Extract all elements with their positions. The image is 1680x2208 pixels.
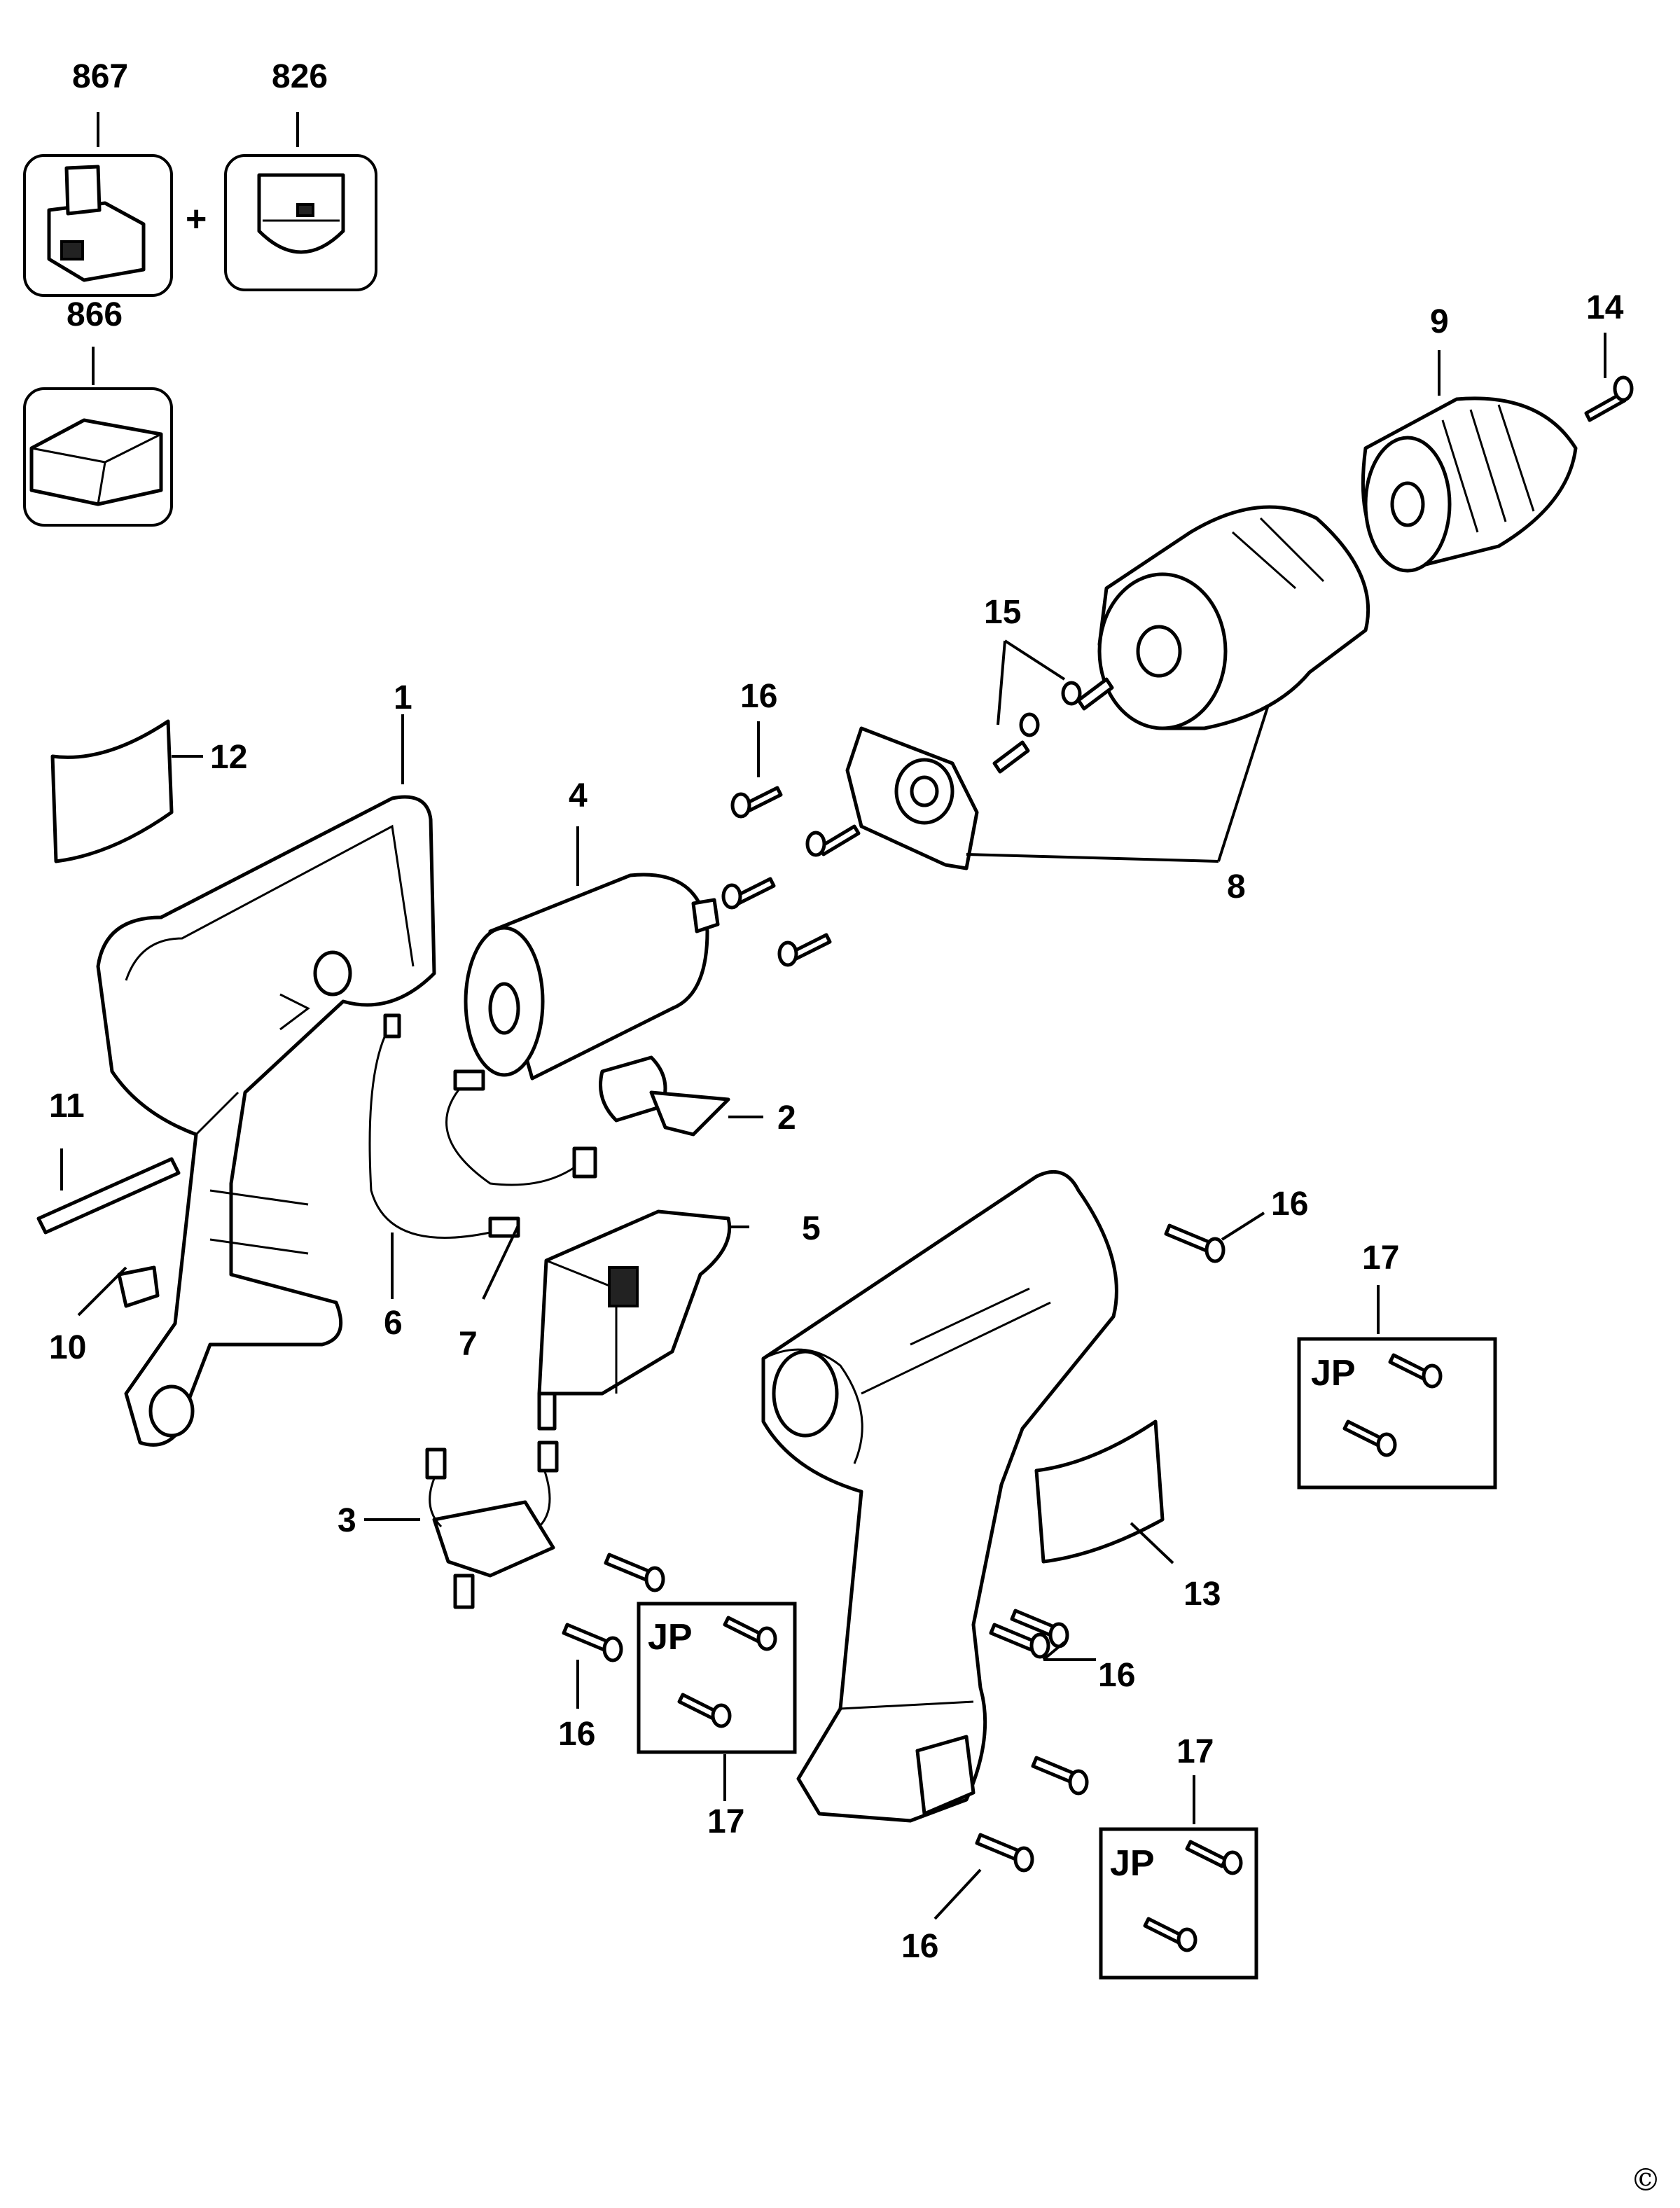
wire-6[interactable] [368, 1013, 491, 1239]
battery-label-826[interactable] [224, 154, 377, 291]
housing-half-1[interactable] [96, 795, 436, 1447]
label-13: 13 [1183, 1576, 1221, 1613]
terminal-block-3[interactable] [425, 1440, 559, 1609]
label-2: 2 [777, 1099, 796, 1137]
label-6: 6 [384, 1305, 403, 1342]
housing-half-13[interactable] [761, 1169, 1118, 1823]
clip-10[interactable] [117, 1265, 160, 1308]
jp-box-17-right[interactable]: JP [1297, 1337, 1497, 1490]
label-1: 1 [394, 679, 412, 716]
label-16-a: 16 [740, 678, 777, 715]
label-5: 5 [802, 1210, 821, 1247]
jp-label-middle: JP [648, 1617, 693, 1658]
label-17-a: 17 [1362, 1240, 1399, 1277]
label-8: 8 [1227, 868, 1246, 905]
label-16-e: 16 [901, 1928, 938, 1965]
label-12: 12 [210, 739, 247, 776]
screws-15[interactable] [992, 677, 1114, 774]
leader-lines [60, 112, 1606, 1920]
screws-16-lower[interactable] [562, 1223, 1226, 1873]
label-17-c: 17 [1176, 1733, 1214, 1770]
label-826: 826 [272, 58, 328, 95]
screw-14[interactable] [1584, 375, 1634, 422]
part-labels: 867 826 866 1 12 4 16 15 9 14 8 2 11 5 1… [49, 58, 1624, 1965]
jp-label-lower: JP [1110, 1843, 1155, 1884]
label-867: 867 [72, 58, 128, 95]
label-15: 15 [984, 594, 1021, 631]
gearbox-8[interactable] [1097, 505, 1370, 730]
label-12[interactable] [50, 719, 174, 863]
label-4: 4 [569, 777, 588, 814]
jp-box-17-lower[interactable]: JP [1099, 1827, 1258, 1980]
plus-sign: + [186, 199, 207, 239]
switch-5[interactable] [537, 1209, 732, 1431]
label-9: 9 [1430, 303, 1449, 340]
battery-pack-867[interactable] [23, 154, 173, 297]
wire-7[interactable] [445, 1069, 597, 1238]
jp-box-17-middle[interactable]: JP [637, 1602, 797, 1754]
label-3: 3 [338, 1502, 356, 1539]
gearbox-plate-8[interactable] [845, 726, 979, 870]
label-7: 7 [459, 1326, 478, 1363]
bit-11[interactable] [36, 1157, 181, 1235]
label-11: 11 [49, 1088, 85, 1125]
label-16-d: 16 [558, 1716, 595, 1753]
actuator-2[interactable] [599, 1055, 730, 1137]
label-16-b: 16 [1271, 1186, 1308, 1223]
label-16-c: 16 [1098, 1657, 1135, 1694]
label-14: 14 [1586, 289, 1624, 326]
label-866: 866 [67, 296, 123, 333]
screws-16-upper[interactable] [721, 786, 861, 967]
chuck-9[interactable] [1361, 396, 1578, 573]
copyright-mark: © [1630, 2162, 1661, 2198]
label-17-b: 17 [707, 1803, 744, 1840]
jp-label-right: JP [1311, 1353, 1356, 1394]
charger-866[interactable] [23, 387, 173, 527]
label-10: 10 [49, 1329, 86, 1366]
motor-4[interactable] [464, 873, 720, 1081]
label-13[interactable] [1034, 1419, 1165, 1564]
